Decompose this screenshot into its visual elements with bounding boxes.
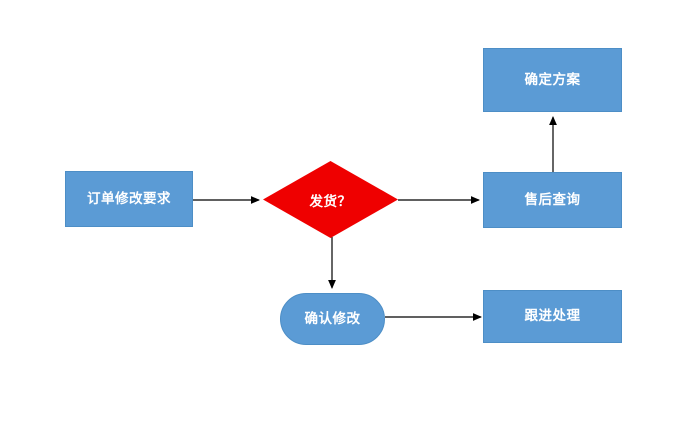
edge-decision-to-after-sales [398,186,488,214]
node-confirm-modification[interactable]: 确认修改 [280,293,385,345]
node-order-change-request[interactable]: 订单修改要求 [65,171,193,227]
diamond-shape [263,161,398,238]
edge-after-sales-to-plan [539,108,567,174]
node-label-determine-plan: 确定方案 [524,71,581,88]
node-follow-up-processing[interactable]: 跟进处理 [483,290,622,343]
node-label-ship-decision: 发货？ [309,193,352,210]
edge-confirm-to-followup [385,303,490,331]
node-label-order-change-request: 订单修改要求 [87,190,171,207]
node-ship-decision[interactable]: 发货？ [263,161,398,238]
edge-decision-to-confirm [318,237,346,297]
node-label-follow-up-processing: 跟进处理 [524,308,581,325]
node-label-confirm-modification: 确认修改 [304,310,361,327]
edge-request-to-decision [193,186,268,214]
node-label-after-sales-inquiry: 售后查询 [524,191,581,208]
node-after-sales-inquiry[interactable]: 售后查询 [483,172,622,228]
node-determine-plan[interactable]: 确定方案 [483,48,622,112]
